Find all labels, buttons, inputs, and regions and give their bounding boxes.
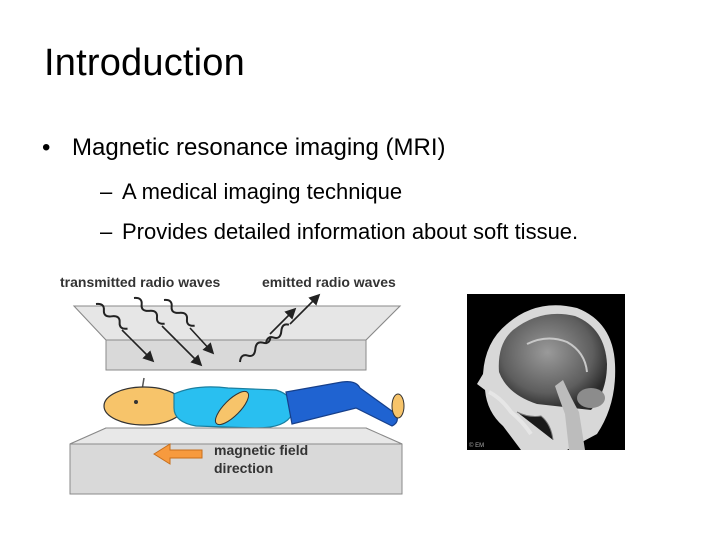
dash-icon: – xyxy=(100,172,122,212)
sub-list: –A medical imaging technique –Provides d… xyxy=(100,172,578,252)
label-field-line2: direction xyxy=(214,460,273,476)
label-emitted: emitted radio waves xyxy=(262,274,396,290)
mri-diagram: transmitted radio waves emitted radio wa… xyxy=(56,268,428,498)
patient-foot xyxy=(392,394,404,418)
sub-item-1-text: A medical imaging technique xyxy=(122,179,402,204)
label-field-line1: magnetic field xyxy=(214,442,308,458)
bullet-list: Magnetic resonance imaging (MRI) –A medi… xyxy=(42,134,578,252)
patient-head xyxy=(104,387,184,425)
upper-plate-top xyxy=(74,306,400,340)
label-transmitted: transmitted radio waves xyxy=(60,274,220,290)
mri-scan-image: © EM xyxy=(467,294,625,450)
scan-corner-text: © EM xyxy=(469,442,484,449)
cerebellum xyxy=(577,388,605,408)
sub-item-1: –A medical imaging technique xyxy=(100,172,578,212)
sub-item-2-text: Provides detailed information about soft… xyxy=(122,219,578,244)
slide-title: Introduction xyxy=(44,42,245,85)
sub-item-2: –Provides detailed information about sof… xyxy=(100,212,578,252)
dash-icon: – xyxy=(100,212,122,252)
patient-eye xyxy=(134,400,138,404)
bullet-mri: Magnetic resonance imaging (MRI) xyxy=(42,134,578,162)
